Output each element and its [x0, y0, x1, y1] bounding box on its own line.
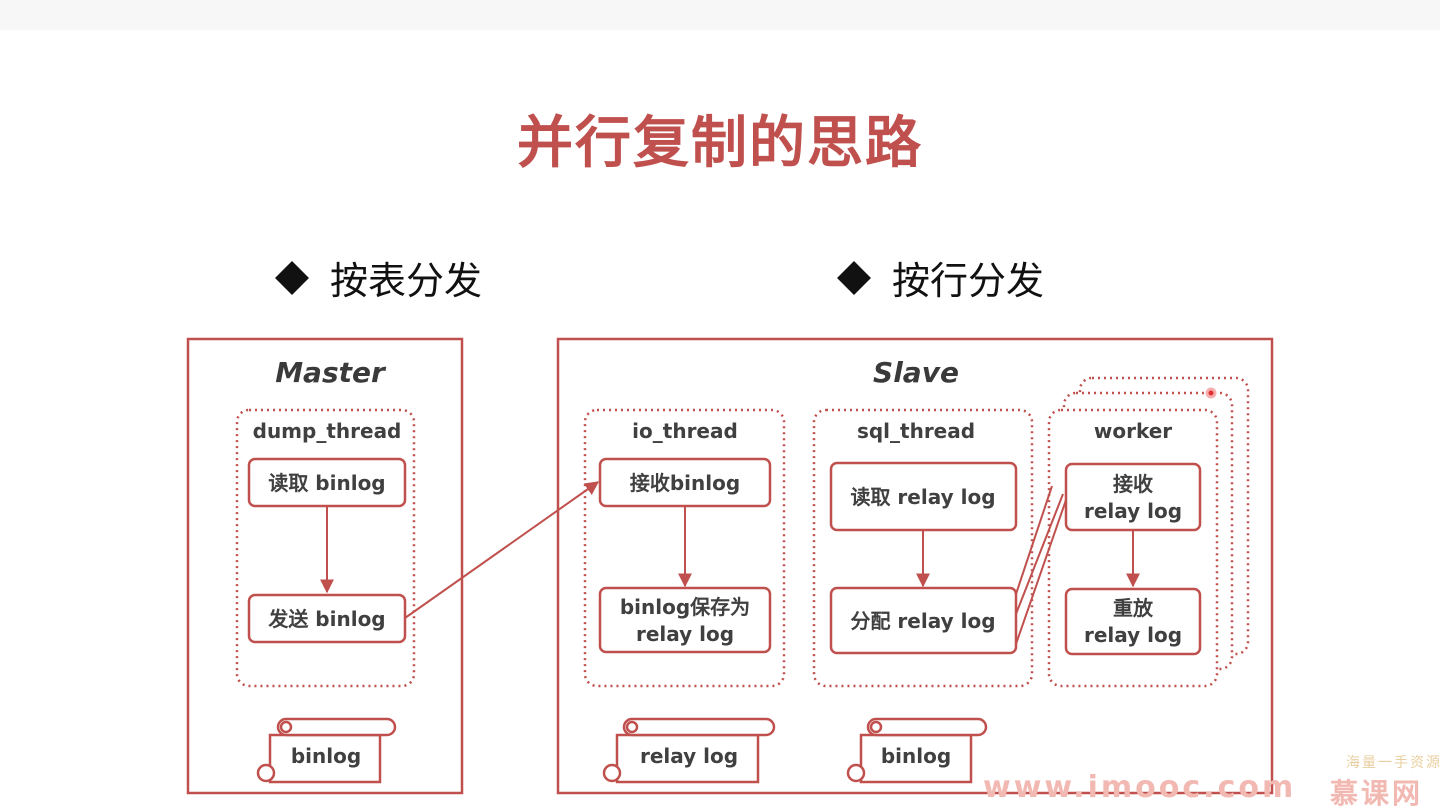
- io-thread-label: io_thread: [632, 419, 738, 443]
- dispatch-relay-log-box: [829, 586, 1018, 655]
- heading-by-table-text: 按表分发: [330, 259, 483, 303]
- slave-relay-log-label: relay log: [640, 744, 738, 768]
- dump-thread-group: [235, 408, 416, 688]
- read-binlog-text: 读取 binlog: [268, 471, 385, 495]
- heading-by-row-text: 按行分发: [892, 259, 1045, 303]
- slave-box: [556, 337, 1274, 795]
- worker-receive-text-line2: relay log: [1084, 499, 1182, 523]
- send-binlog-box: [247, 593, 407, 644]
- sql-thread-group: [812, 408, 1034, 688]
- master-binlog-scroll-icon: [256, 717, 397, 784]
- watermark-small: 海量一手资源: [1346, 755, 1440, 771]
- top-band: [0, 0, 1440, 30]
- heading-by-table: 按表分发: [275, 250, 483, 305]
- worker-replay-text-line1: 重放: [1113, 596, 1154, 620]
- worker-replay-box: [1064, 587, 1202, 656]
- master-to-slave-arrow: [404, 481, 600, 619]
- send-binlog-text: 发送 binlog: [267, 607, 385, 631]
- page-title: 并行复制的思路: [517, 111, 923, 176]
- worker-receive-text-line1: 接收: [1113, 472, 1153, 496]
- master-binlog-label: binlog: [291, 744, 361, 768]
- slave-relay-log-scroll-icon: [602, 717, 776, 784]
- receive-binlog-text: 接收binlog: [630, 471, 740, 495]
- watermark-brand: 慕课网: [1330, 777, 1424, 810]
- master-box: [186, 337, 464, 795]
- save-relay-log-box: [598, 586, 772, 654]
- slave-binlog-label: binlog: [881, 744, 951, 768]
- read-relay-log-text: 读取 relay log: [850, 485, 995, 509]
- master-label: Master: [275, 356, 387, 389]
- worker-label: worker: [1094, 419, 1172, 443]
- save-relay-log-text-line2: relay log: [636, 622, 734, 646]
- sql-thread-label: sql_thread: [857, 419, 975, 443]
- dump-thread-label: dump_thread: [253, 419, 402, 443]
- worker-replay-text-line2: relay log: [1084, 623, 1182, 647]
- io-thread-group: [583, 408, 786, 688]
- heading-by-row: 按行分发: [837, 250, 1045, 305]
- save-relay-log-text-line1: binlog保存为: [620, 595, 750, 619]
- slave-binlog-scroll-icon: [846, 717, 988, 784]
- pointer-dot-icon: [1205, 387, 1217, 399]
- dispatch-lines: [1015, 485, 1067, 645]
- dispatch-relay-log-text: 分配 relay log: [850, 609, 995, 633]
- slave-label: Slave: [873, 356, 959, 389]
- watermark-url: www.imooc.com: [983, 770, 1297, 805]
